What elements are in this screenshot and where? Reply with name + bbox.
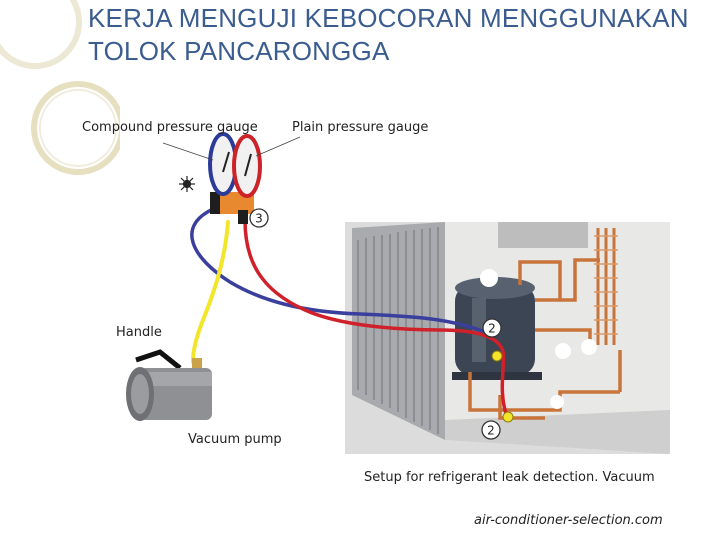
valve-marker-3: 3 (250, 209, 268, 227)
svg-text:3: 3 (255, 212, 263, 226)
label-vacuum-pump: Vacuum pump (188, 432, 282, 447)
manifold-knob (179, 176, 195, 192)
valve-marker-2-upper: 2 (483, 319, 501, 337)
diagram-caption: Setup for refrigerant leak detection. Va… (364, 470, 655, 485)
label-compound-gauge: Compound pressure gauge (82, 120, 258, 135)
manifold-gauge-set (210, 134, 260, 224)
svg-text:2: 2 (487, 424, 495, 438)
yellow-hose (193, 222, 228, 362)
diagram-source: air-conditioner-selection.com (474, 513, 663, 528)
label-handle: Handle (116, 325, 162, 340)
valve-marker-2-lower: 2 (482, 421, 500, 439)
vacuum-pump (126, 352, 212, 421)
label-plain-gauge: Plain pressure gauge (292, 120, 428, 135)
svg-text:2: 2 (488, 322, 496, 336)
pump-handle (136, 352, 180, 368)
